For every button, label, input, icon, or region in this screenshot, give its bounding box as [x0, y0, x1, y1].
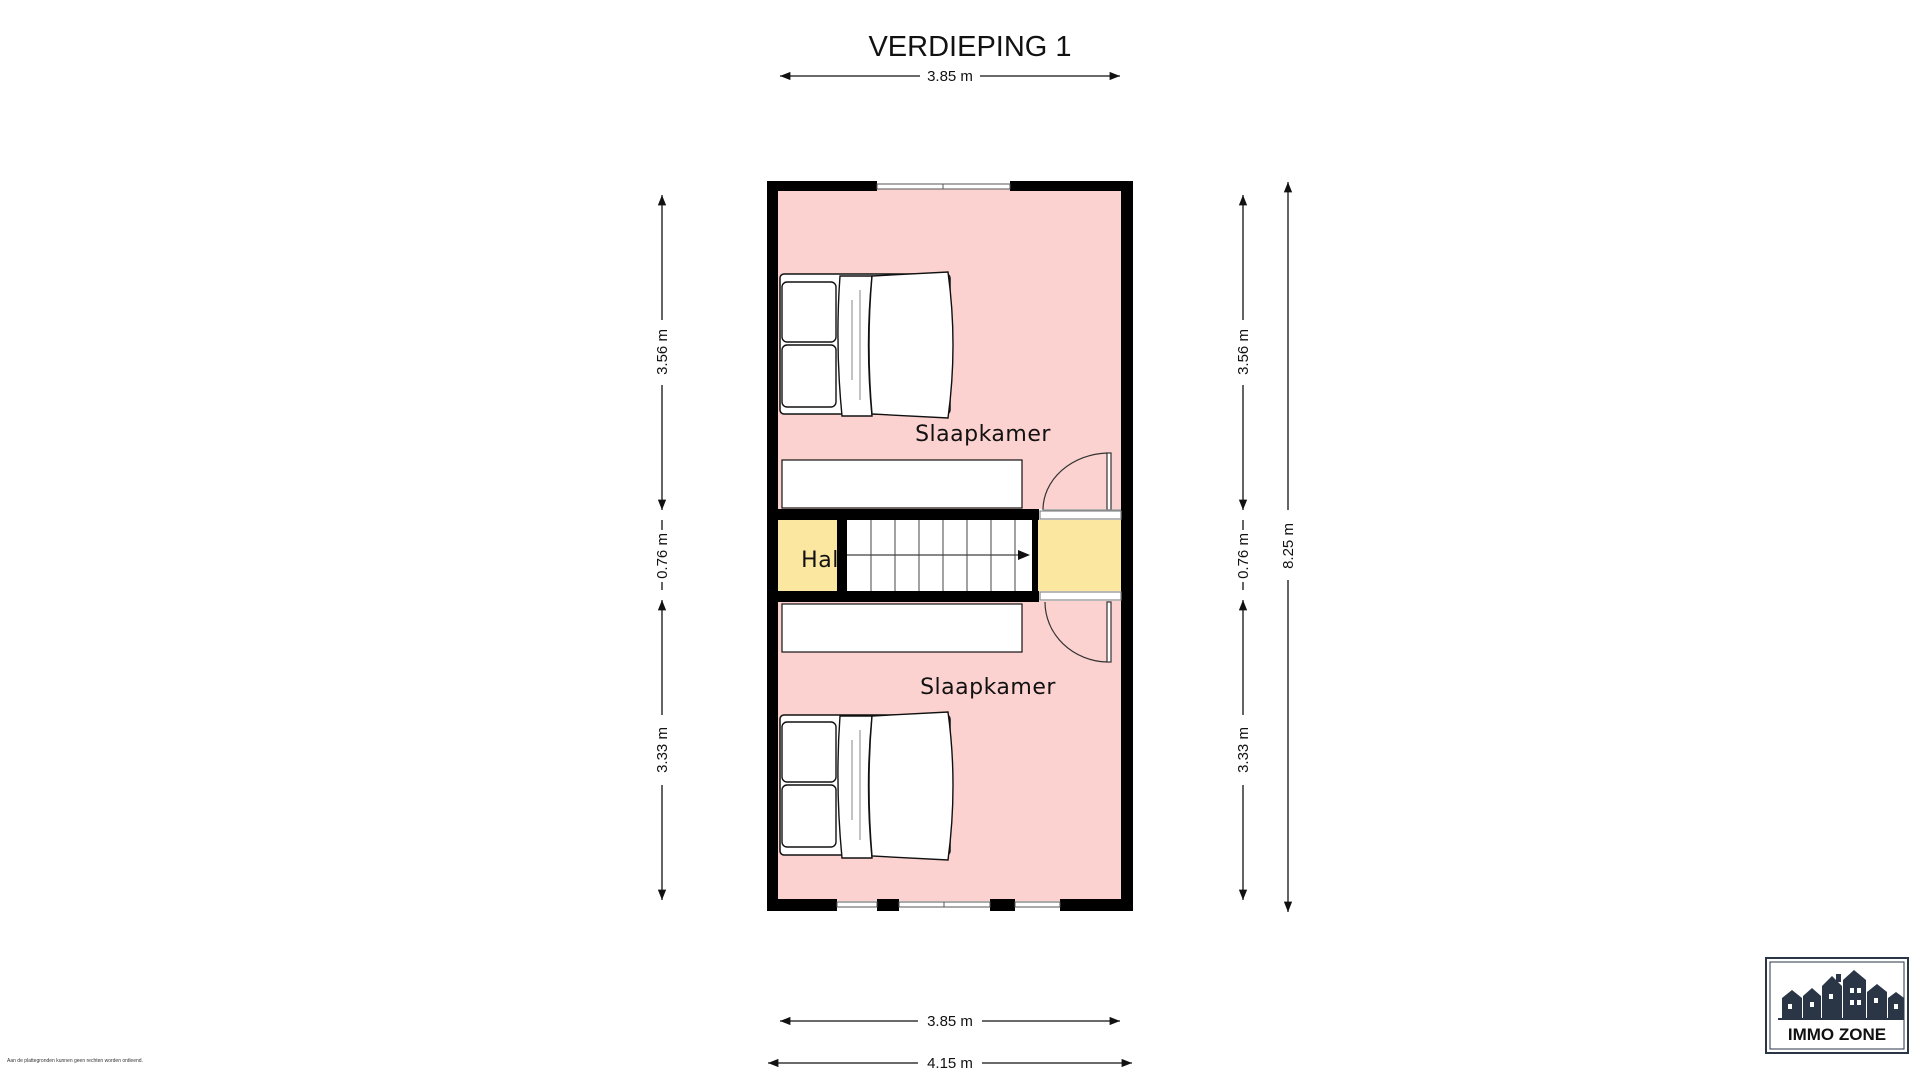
logo-text: IMMO ZONE — [1788, 1025, 1886, 1044]
interior-walls — [777, 509, 1039, 602]
door-bedroom-top — [1039, 452, 1122, 520]
plan-title: VERDIEPING 1 — [868, 31, 1071, 63]
window-bottom-right — [1014, 901, 1061, 908]
room-label-bedroom-top: Slaapkamer — [915, 422, 1051, 447]
dimension-label-right-middle: 0.76 m — [1235, 533, 1252, 579]
dimension-label-total-height: 8.25 m — [1280, 523, 1297, 569]
dimension-label-right-bottom: 3.33 m — [1235, 727, 1252, 773]
dimension-top-width: 3.85 m — [780, 68, 1120, 85]
dimension-label-bottom-outer: 4.15 m — [927, 1055, 973, 1072]
dimension-label-left-top: 3.56 m — [654, 329, 671, 375]
logo: IMMO ZONE — [1765, 957, 1909, 1054]
hall-floor — [777, 520, 837, 591]
room-label-hall: Hal — [801, 548, 839, 573]
landing-floor — [1036, 520, 1122, 591]
room-label-bedroom-bottom: Slaapkamer — [920, 675, 1056, 700]
window-top — [876, 183, 1011, 190]
dimension-label-left-middle: 0.76 m — [654, 533, 671, 579]
staircase — [847, 520, 1030, 591]
dimension-label: 3.85 m — [927, 68, 973, 85]
dimension-label-right-top: 3.56 m — [1235, 329, 1252, 375]
outer-walls — [767, 181, 1133, 911]
window-bottom-left — [836, 901, 878, 908]
dimension-label-left-bottom: 3.33 m — [654, 727, 671, 773]
wardrobe-bottom — [781, 603, 1023, 653]
door-bedroom-bottom — [1039, 591, 1122, 663]
dimension-label-bottom-inner: 3.85 m — [927, 1013, 973, 1030]
window-bottom-middle — [898, 901, 991, 908]
disclaimer-text: Aan de plattegronden kunnen geen rechten… — [7, 1058, 143, 1064]
bed-bottom — [779, 711, 954, 861]
wardrobe-top — [781, 459, 1023, 509]
bed-top — [779, 271, 954, 419]
